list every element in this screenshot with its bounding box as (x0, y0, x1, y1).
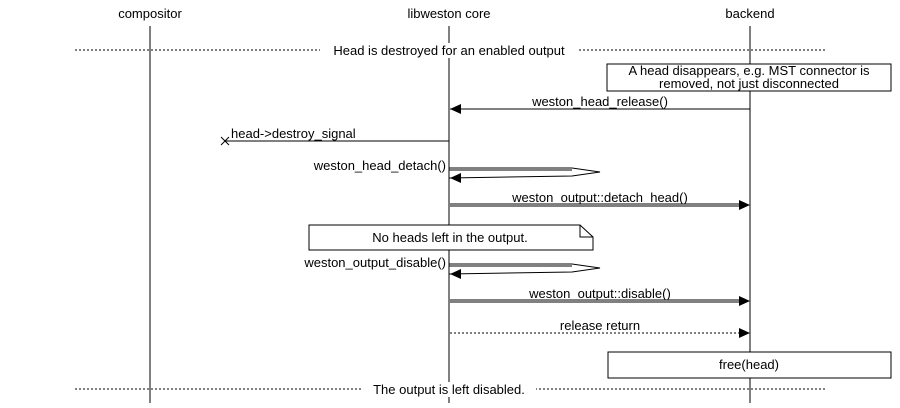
message-head-detach-label: weston_head_detach() (313, 158, 446, 173)
message-release-return-label: release return (560, 318, 640, 333)
arrowhead (450, 173, 461, 183)
message-detach-head-label: weston_output::detach_head() (511, 190, 688, 205)
participant-backend: backend (725, 6, 774, 21)
message-head-release-label: weston_head_release() (531, 94, 668, 109)
section-label-bottom: The output is left disabled. (373, 382, 525, 397)
note-head-disappears-line1: A head disappears, e.g. MST connector is (628, 63, 870, 78)
note-no-heads-left-text: No heads left in the output. (372, 230, 527, 245)
message-output-disable-loop (448, 263, 601, 275)
arrowhead (450, 104, 461, 114)
note-free-head (607, 351, 892, 379)
section-label-top: Head is destroyed for an enabled output (333, 43, 565, 58)
lost-message-cross-b (220, 136, 230, 146)
message-output-disable-label: weston_output_disable() (303, 255, 446, 270)
participant-compositor: compositor (118, 6, 182, 21)
message-disable-label: weston_output::disable() (528, 286, 671, 301)
participant-libweston-core: libweston core (407, 6, 490, 21)
message-destroy-signal-label: head->destroy_signal (231, 126, 356, 141)
arrowhead (739, 296, 750, 306)
note-head-disappears (606, 63, 892, 92)
note-head-disappears-line2: removed, not just disconnected (659, 76, 839, 91)
arrowhead (739, 328, 750, 338)
arrowhead (739, 200, 750, 210)
message-head-detach-loop (448, 167, 601, 179)
note-free-head-text: free(head) (719, 357, 779, 372)
arrowhead (450, 269, 461, 279)
note-no-heads-left (308, 224, 594, 251)
